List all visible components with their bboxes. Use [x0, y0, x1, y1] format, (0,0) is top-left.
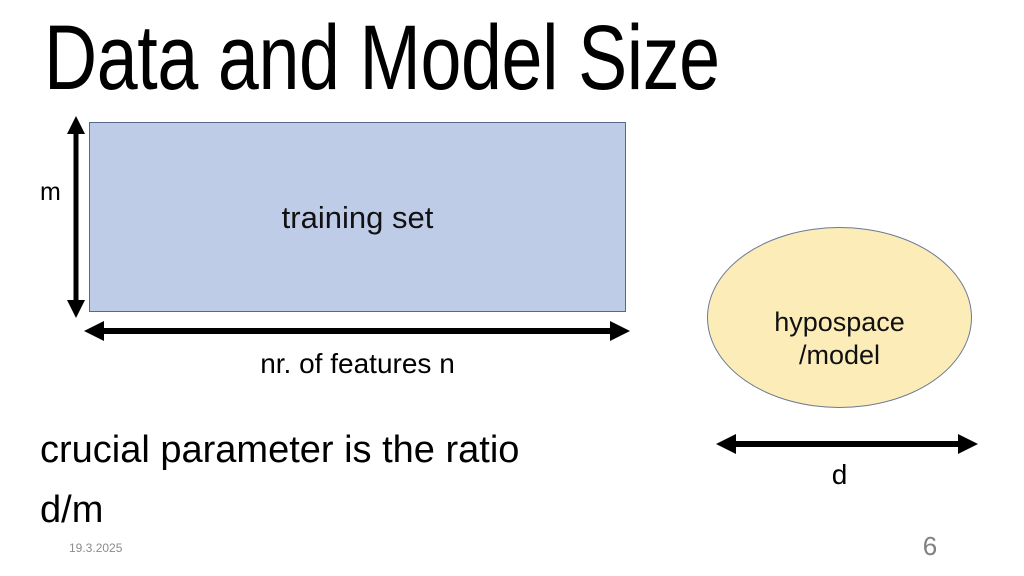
n-dimension-arrow-icon: [84, 318, 630, 344]
hypospace-label: hypospace /model: [708, 306, 971, 372]
n-dimension-label: nr. of features n: [260, 348, 455, 379]
m-dimension-label: m: [40, 178, 61, 206]
slide-date: 19.3.2025: [69, 541, 123, 555]
m-dimension-arrow-icon: [58, 116, 94, 318]
page-title: Data and Model Size: [44, 7, 720, 109]
slide-number: 6: [922, 531, 938, 561]
d-dimension-arrow-icon: [716, 431, 978, 457]
hypospace-ellipse: hypospace /model: [707, 227, 972, 408]
training-set-rectangle: training set: [89, 122, 626, 312]
d-dimension-label: d: [831, 459, 848, 490]
body-text: crucial parameter is the ratio d/m: [40, 429, 520, 531]
hypospace-label-line1: hypospace: [774, 307, 905, 337]
training-set-label: training set: [281, 200, 434, 235]
hypospace-label-line2: /model: [798, 340, 881, 370]
